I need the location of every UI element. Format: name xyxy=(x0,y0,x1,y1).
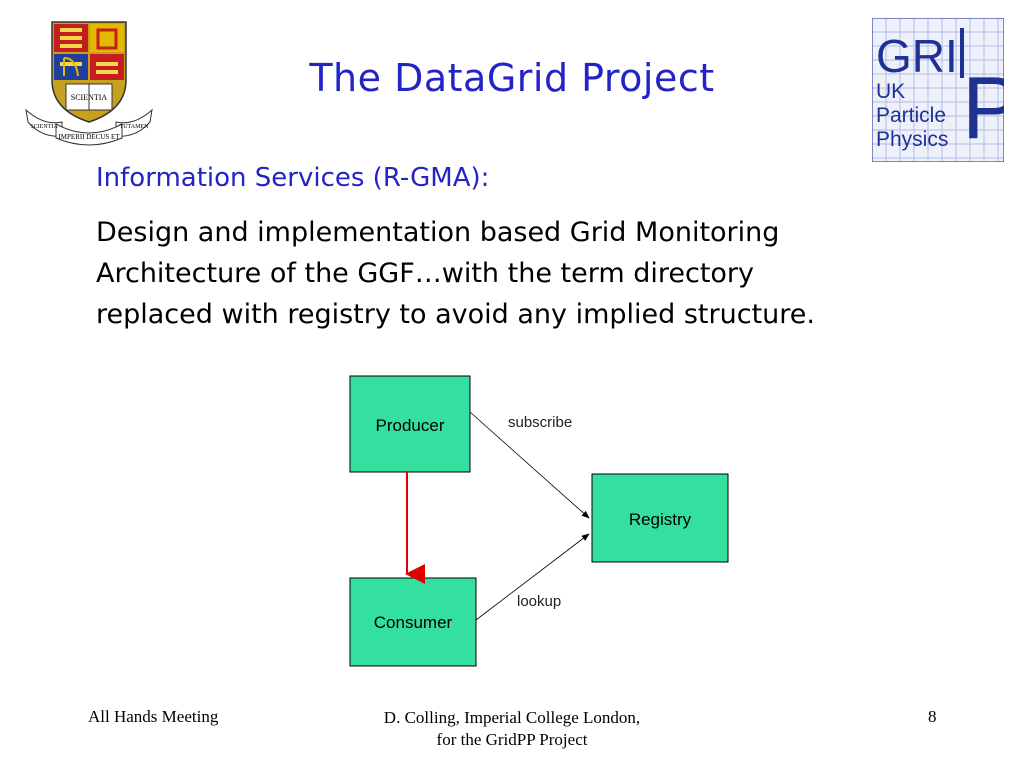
footer-author-line1: D. Colling, Imperial College London, xyxy=(383,708,641,727)
crest-ribbon-mid: IMPERII DECUS ET xyxy=(58,133,120,141)
section-subheading: Information Services (R-GMA): xyxy=(96,163,490,193)
producer-node: Producer xyxy=(349,375,471,473)
gridpp-logo: GRI P UK Particle Physics xyxy=(872,18,1004,162)
subscribe-label: subscribe xyxy=(508,414,572,431)
footer-event: All Hands Meeting xyxy=(88,707,219,726)
registry-label: Registry xyxy=(629,510,692,529)
slide-title: The DataGrid Project xyxy=(309,56,715,100)
crest-ribbon-right: TUTAMEN xyxy=(120,124,150,130)
subscribe-arrow xyxy=(469,411,590,519)
gridpp-logo-uk: UK xyxy=(876,80,905,103)
lookup-label: lookup xyxy=(517,593,561,610)
gridpp-logo-physics: Physics xyxy=(876,128,948,151)
crest-ribbon-left: SCIENTIA xyxy=(30,124,58,130)
consumer-node: Consumer xyxy=(349,577,477,667)
page-number: 8 xyxy=(928,707,937,726)
producer-label: Producer xyxy=(376,416,445,435)
body-paragraph: Design and implementation based Grid Mon… xyxy=(96,217,815,330)
consumer-label: Consumer xyxy=(374,613,453,632)
gridpp-logo-particle: Particle xyxy=(876,104,946,127)
registry-node: Registry xyxy=(591,473,729,563)
lookup-arrow xyxy=(475,533,590,621)
crest-book-text: SCIENTIA xyxy=(71,93,108,102)
rgma-diagram: Producer Registry Consumer subscribe loo… xyxy=(349,375,729,667)
gridpp-logo-gri: GRI xyxy=(876,30,958,82)
gridpp-logo-p: P xyxy=(962,58,1004,157)
imperial-college-crest-logo: SCIENTIA SCIENTIA IMPERII DECUS ET TUTAM… xyxy=(25,21,153,146)
footer-author: D. Colling, Imperial College London, for… xyxy=(312,707,712,751)
footer-author-line2: for the GridPP Project xyxy=(436,730,588,749)
